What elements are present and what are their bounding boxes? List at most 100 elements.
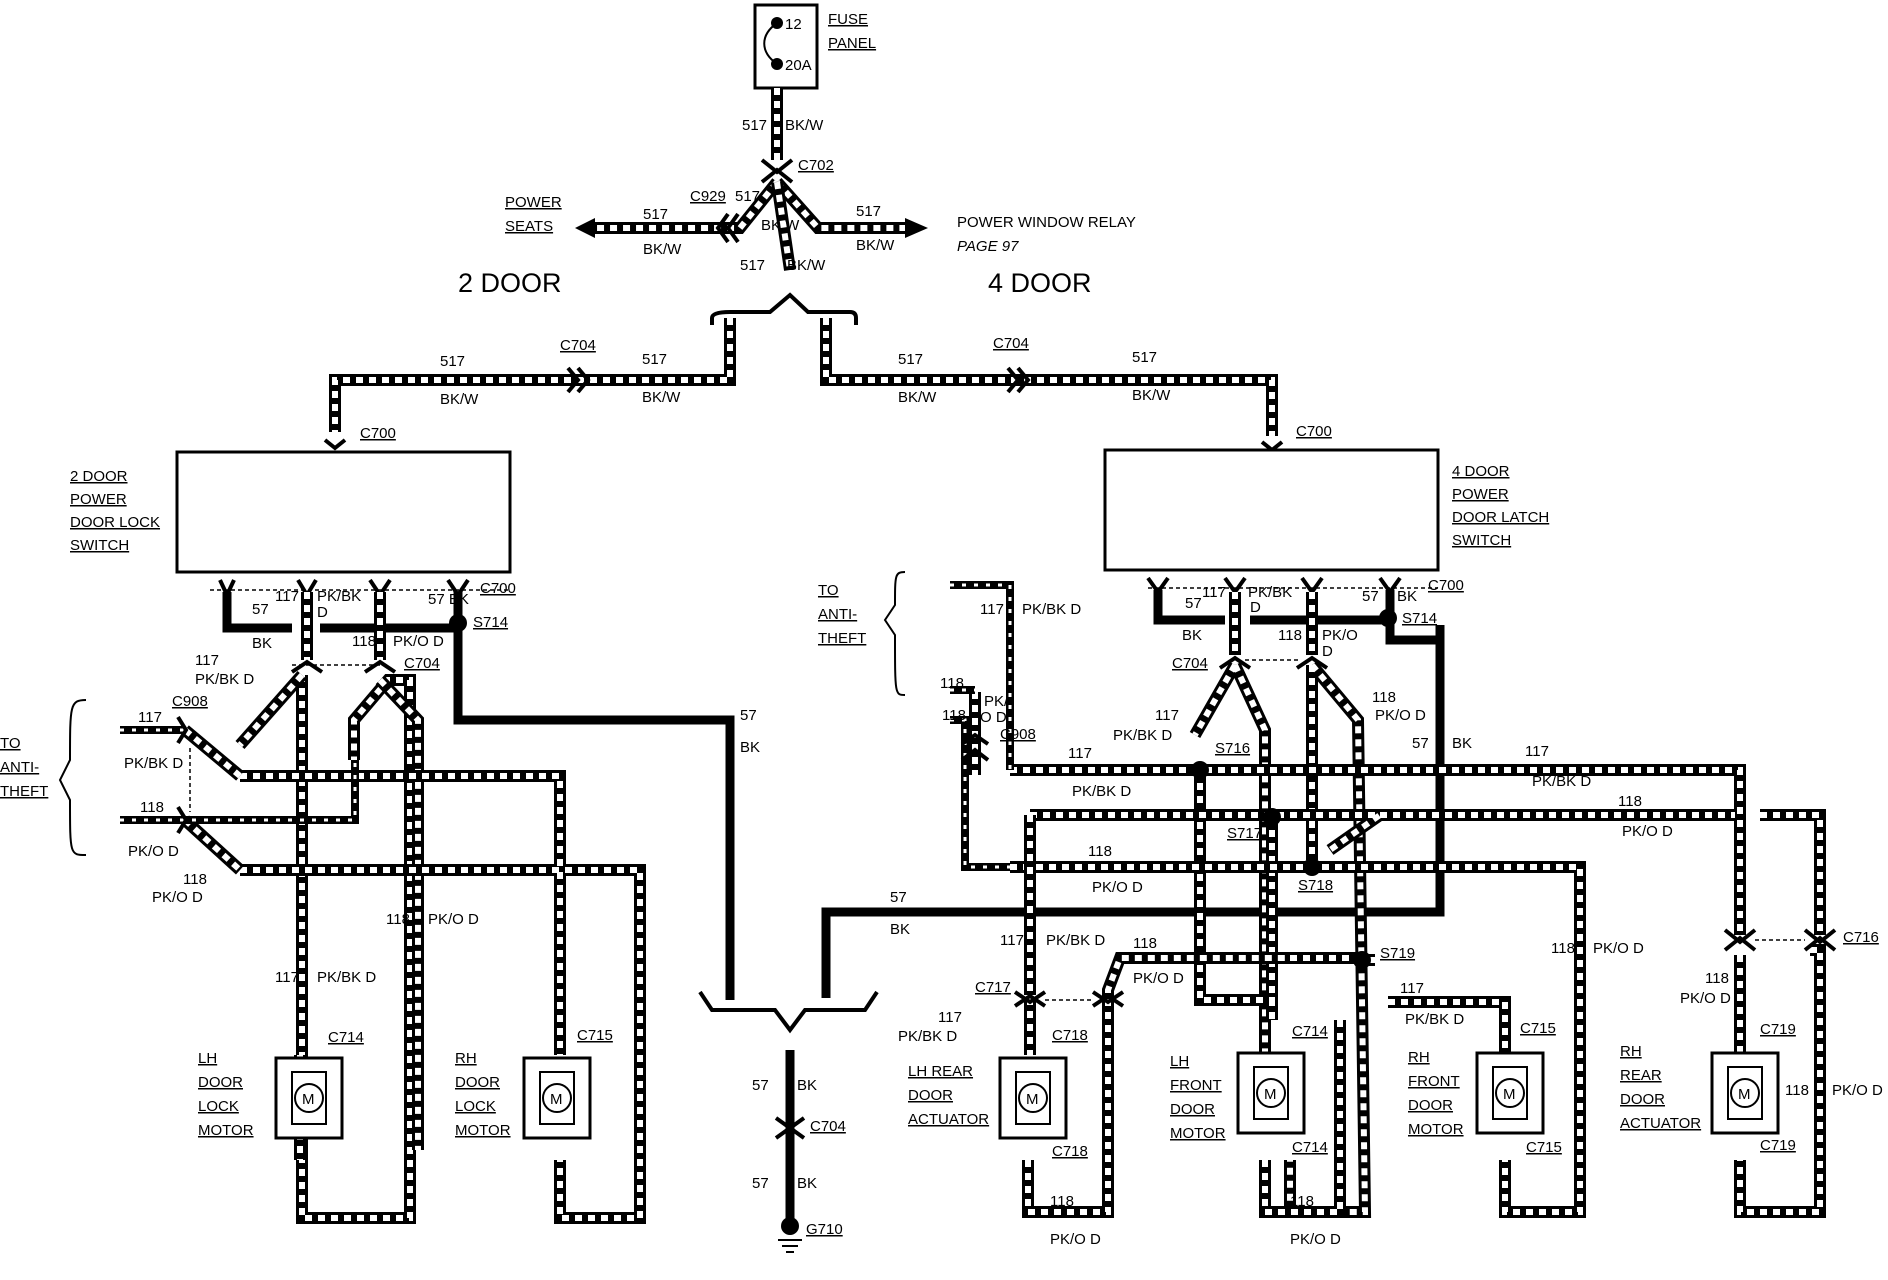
w2-pkod-b: PK/O D <box>128 843 179 860</box>
w2-d: D <box>317 604 328 621</box>
antitheft-brace-2door <box>58 699 87 856</box>
w4-bk-c: BK <box>1452 735 1472 752</box>
rh-front-l3: DOOR <box>1408 1097 1453 1114</box>
c929-circuit: 517 <box>735 188 760 205</box>
antitheft-2d-l2: ANTI- <box>0 759 39 776</box>
c714-4d-top-label: C714 <box>1292 1023 1328 1040</box>
switch2-l4: SWITCH <box>70 537 129 554</box>
w4-118-f: 118 <box>1133 935 1157 952</box>
c704-2door-a <box>566 366 581 394</box>
c929-connector-b <box>725 212 740 244</box>
rh-front-l2: FRONT <box>1408 1073 1460 1090</box>
w4-pkod-g: PK/O D <box>1593 940 1644 957</box>
g710-label: G710 <box>806 1221 843 1238</box>
power-window-relay-label: POWER WINDOW RELAY <box>957 214 1136 231</box>
w4-bk-gnd: BK <box>890 921 910 938</box>
window-color: BK/W <box>856 237 895 254</box>
g-bk-a: BK <box>797 1077 817 1094</box>
c704-4door-pins <box>1218 655 1329 670</box>
rh-lock-l2: DOOR <box>455 1074 500 1091</box>
antitheft-brace-4door <box>883 571 906 696</box>
w4-pkod-c: PK/O D <box>1375 707 1426 724</box>
fuse-element <box>763 22 778 65</box>
w4-pkbkd-b: PK/BK D <box>1072 783 1131 800</box>
c700-4door-label: C700 <box>1296 423 1332 440</box>
4door-switch-box <box>1103 448 1440 572</box>
2door-switch-box <box>175 450 512 574</box>
rh-front-door-motor: M <box>1475 1051 1545 1135</box>
lh-rear-l2: DOOR <box>908 1087 953 1104</box>
feed-color-bkw: BK/W <box>785 117 824 134</box>
splice-wires-517 <box>595 178 905 271</box>
c704-ground <box>774 1116 806 1140</box>
wire-57-2d-left <box>222 592 292 633</box>
lh-rear-l3: ACTUATOR <box>908 1111 989 1128</box>
w517-4d-d: BK/W <box>1132 387 1171 404</box>
s714-2door-label: S714 <box>473 614 508 631</box>
s719 <box>1353 951 1371 969</box>
c702-connector-lower <box>760 167 794 184</box>
w2-57: 57 <box>252 601 269 618</box>
w4-117-h: 117 <box>1400 980 1424 997</box>
lh-rear-door-actuator: M <box>998 1056 1068 1140</box>
c704-2door-label: C704 <box>560 337 596 354</box>
w4-pkod-front: PK/O D <box>1290 1231 1341 1248</box>
w2-117-b: 117 <box>195 652 219 669</box>
g710-ground <box>781 1217 799 1235</box>
antitheft-4d-l2: ANTI- <box>818 606 857 623</box>
w4-pkod-rear: PK/O D <box>1050 1231 1101 1248</box>
g-57-a: 57 <box>752 1077 769 1094</box>
g-bk-b: BK <box>797 1175 817 1192</box>
w4-118-d: 118 <box>1618 793 1642 810</box>
w4-pko: PK/O <box>1322 627 1358 644</box>
lh-lock-m: M <box>302 1091 315 1108</box>
s718-label: S718 <box>1298 877 1333 894</box>
wire-517-4door <box>820 318 1278 436</box>
s719-label: S719 <box>1380 945 1415 962</box>
w4-pkod-j: PK/O D <box>1832 1082 1883 1099</box>
rh-door-lock-motor: M <box>522 1056 592 1140</box>
s716 <box>1191 761 1209 779</box>
c908-2door <box>176 715 189 835</box>
c716-connectors <box>1723 928 1837 952</box>
w4-57: 57 <box>1185 595 1202 612</box>
title-4-door: 4 DOOR <box>988 268 1092 298</box>
c714-2d-label: C714 <box>328 1029 364 1046</box>
power-window-page: PAGE 97 <box>957 238 1019 255</box>
w4-bk: BK <box>1182 627 1202 644</box>
w2-117-c: 117 <box>138 709 162 726</box>
s714-4door-label: S714 <box>1402 610 1437 627</box>
c908-2door-label: C908 <box>172 693 208 710</box>
w4-117-b: 117 <box>1068 745 1092 762</box>
power-window-arrow <box>905 218 928 238</box>
w4-117-rear: 117 <box>938 1009 962 1026</box>
w4-118-front: 118 <box>1290 1193 1314 1210</box>
w517-2d-d: BK/W <box>642 389 681 406</box>
w2-bk: BK <box>252 635 272 652</box>
w4-pkbkd-h: PK/BK D <box>1405 1011 1464 1028</box>
lh-front-l2: FRONT <box>1170 1077 1222 1094</box>
power-seats-label-2: SEATS <box>505 218 553 235</box>
lh-lock-l4: MOTOR <box>198 1122 254 1139</box>
lh-lock-l2: DOOR <box>198 1074 243 1091</box>
w2-pkbk: PK/BK <box>317 588 361 605</box>
w517-4d-b: BK/W <box>898 389 937 406</box>
c717-connectors <box>1013 990 1125 1008</box>
fuse-label-panel: PANEL <box>828 35 876 52</box>
w517-2d-a: 517 <box>440 353 465 370</box>
switch4-l2: POWER <box>1452 486 1509 503</box>
w4-pkod-d: PK/O D <box>1622 823 1673 840</box>
w4-d: D <box>1250 599 1261 616</box>
lh-front-l4: MOTOR <box>1170 1125 1226 1142</box>
wires-4door-hatched <box>969 592 1826 1218</box>
lh-door-lock-motor: M <box>274 1056 344 1140</box>
window-circuit: 517 <box>856 203 881 220</box>
c704-4door-b <box>1016 366 1031 394</box>
antitheft-4d-l1: TO <box>818 582 839 599</box>
w4-od: O D <box>980 709 1007 726</box>
w2-pkod: PK/O D <box>393 633 444 650</box>
wire-57-2d-ground <box>453 592 735 1000</box>
antitheft-4d-l3: THEFT <box>818 630 866 647</box>
antitheft-2d-l3: THEFT <box>0 783 48 800</box>
feed-circuit-517: 517 <box>742 117 767 134</box>
